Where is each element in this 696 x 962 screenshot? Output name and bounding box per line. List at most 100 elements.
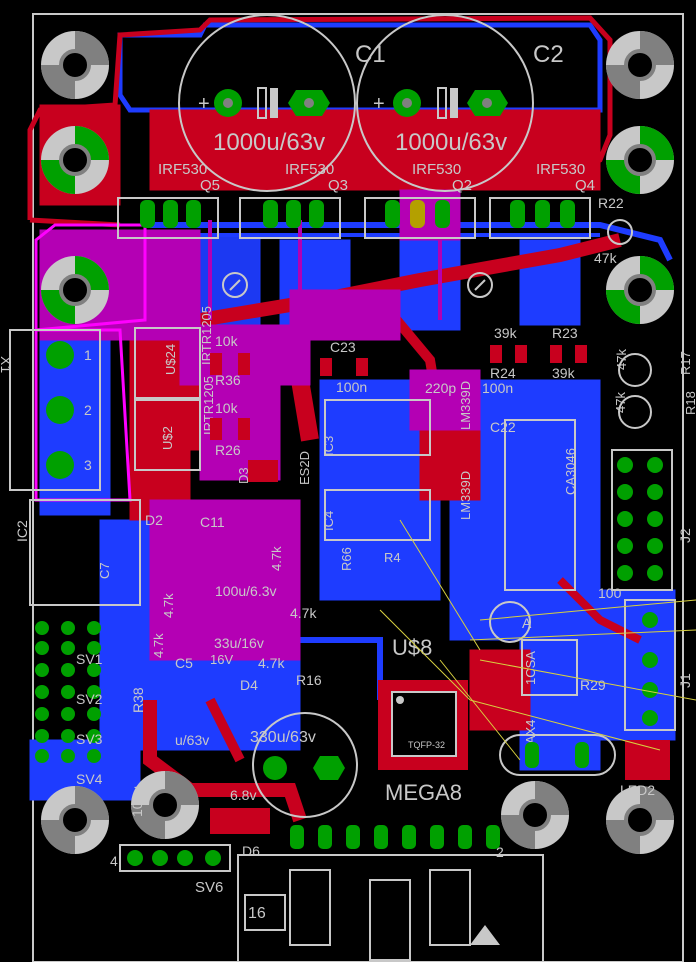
fiducial-2 — [467, 272, 493, 298]
r26-label: R26 — [215, 442, 241, 458]
zener-value-label: 6.8v — [230, 787, 256, 803]
ic2: IC2 C7 — [14, 499, 141, 606]
capacitor-c1: + C1 1000u/63v — [178, 14, 386, 192]
c1-value-label: 1000u/63v — [213, 129, 325, 156]
r38-label: R38 — [130, 687, 146, 713]
mounting-hole-7 — [41, 786, 109, 854]
r22-value-label: 47k — [594, 250, 618, 266]
capacitor-c2: + C2 1000u/63v — [356, 14, 564, 192]
c22-label: C22 — [490, 419, 516, 435]
irtr1-label: IRTR1205 — [199, 306, 214, 365]
v16-label: 16V — [210, 652, 233, 667]
resistor-r22: R22 47k — [594, 195, 633, 266]
tqfp-label: TQFP-32 — [408, 740, 445, 750]
mounting-hole-8 — [131, 771, 199, 839]
c2-label: C2 — [533, 41, 564, 68]
airwires — [379, 519, 696, 761]
c2-value-label: 1000u/63v — [395, 129, 507, 156]
ic4-lm339: IC4 LM339D — [321, 471, 473, 541]
q4-label: Q4 — [575, 177, 595, 194]
q3-part-label: IRF530 — [285, 161, 334, 178]
r29-label: R29 — [580, 677, 606, 693]
c33u-label: 33u/16v — [214, 635, 264, 651]
resistor-r23: R23 39k — [550, 325, 587, 381]
es2d-label: ES2D — [297, 451, 312, 485]
mounting-hole-6 — [606, 256, 674, 324]
j2-label: J2 — [677, 528, 693, 543]
mounting-hole-10 — [606, 786, 674, 854]
connector-16pin: 16 2 — [237, 825, 544, 962]
mounting-hole-5 — [41, 256, 109, 324]
c5-value-label: 100u/6.3v — [215, 583, 277, 599]
r47k-f-label: 4.7k — [161, 593, 176, 618]
mounting-hole-9 — [501, 781, 569, 849]
ic-ca3046: CA3046 — [504, 419, 578, 591]
ic2-label: IC2 — [14, 520, 30, 542]
header-j2: J2 — [611, 449, 693, 591]
x1-pin1: 1 — [84, 347, 92, 363]
terminal-block-x1: X1 1 2 3 — [0, 329, 101, 491]
capacitor-c23: C23 100n — [320, 339, 368, 395]
c1-label: C1 — [355, 41, 386, 68]
r16-label: R16 — [296, 672, 322, 688]
cap-100u-label: 100u — [129, 786, 145, 817]
r17-label: R17 — [678, 351, 693, 375]
c23-label: C23 — [330, 339, 356, 355]
x1-label: X1 — [0, 356, 14, 373]
r47k-e-label: 4.7k — [151, 633, 166, 658]
r10k-a-label: 10k — [215, 333, 239, 349]
r36-label: R36 — [215, 372, 241, 388]
ic3-lm339: IC3 LM339D — [321, 381, 473, 456]
r10k-b-label: 10k — [215, 400, 239, 416]
svg-text:+: + — [373, 93, 385, 115]
c7-label: C7 — [97, 562, 112, 579]
trimmers-r17-r18: R17 R18 47k 47k — [613, 349, 696, 429]
cap-u63v-label: u/63v — [175, 732, 209, 748]
c11-label: C11 — [200, 514, 225, 530]
lm339-b-label: LM339D — [458, 471, 473, 520]
conn-pin2-label: 2 — [496, 844, 504, 860]
ca3046-label: CA3046 — [563, 448, 578, 495]
u24-label: U$24 — [163, 344, 178, 375]
x1-pin2: 2 — [84, 402, 92, 418]
ic3-label: IC3 — [321, 436, 336, 456]
header-j1: J1 — [624, 599, 693, 731]
d3-label: D3 — [236, 467, 251, 484]
mounting-holes — [41, 31, 674, 854]
r23-label: R23 — [552, 325, 578, 341]
mounting-hole-4 — [606, 126, 674, 194]
r66-label: R66 — [339, 547, 354, 571]
mounting-hole-1 — [41, 31, 109, 99]
svg-text:+: + — [198, 93, 210, 115]
mosfet-q5: IRF530 Q5 — [117, 161, 220, 239]
mosfet-q4: IRF530 Q4 — [489, 161, 595, 239]
r47k-a-label: 47k — [614, 349, 629, 370]
mosfet-row: IRF530 Q5 IRF530 Q3 IRF530 Q2 IRF530 Q4 — [117, 161, 595, 239]
sv3-label: SV3 — [76, 731, 103, 747]
transistor-a: A — [489, 601, 532, 643]
ic4-label: IC4 — [321, 511, 336, 531]
r4-label: R4 — [384, 550, 401, 565]
sv2-label: SV2 — [76, 691, 103, 707]
c330-label: 330u/63v — [250, 729, 316, 746]
regulator-irtr1: U$24 IRTR1205 — [134, 306, 214, 399]
mcu-mega8: U$8 TQFP-32 MEGA8 — [378, 635, 468, 805]
conn16-label: 16 — [248, 905, 266, 922]
j1-label: J1 — [677, 673, 693, 688]
r47k-g-label: 4.7k — [269, 546, 284, 571]
sv4-label: SV4 — [76, 771, 103, 787]
diode-d3: D3 ES2D — [236, 451, 312, 485]
d4-label: D4 — [240, 677, 258, 693]
q2-label: Q2 — [452, 177, 472, 194]
capacitor-330u: 330u/63v — [250, 712, 358, 818]
transistor-a-label: A — [522, 615, 532, 631]
resistor-group-left: 10k R36 10k R26 — [210, 333, 250, 458]
r47k-d-label: 4.7k — [258, 655, 285, 671]
x1-pin3: 3 — [84, 457, 92, 473]
resistor-r24: 39k R24 — [490, 325, 527, 381]
r24-label: R24 — [490, 365, 516, 381]
sv6-label: SV6 — [195, 879, 223, 896]
mega8-label: MEGA8 — [385, 780, 462, 805]
sv-headers — [35, 621, 101, 763]
